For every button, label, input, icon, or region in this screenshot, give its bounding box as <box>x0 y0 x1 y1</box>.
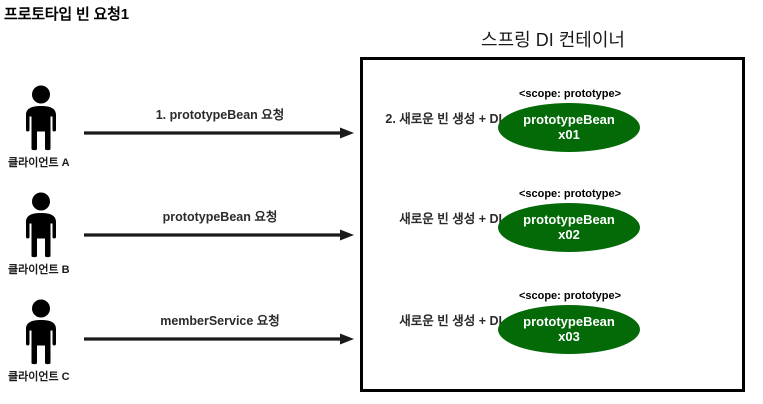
bean-name: prototypeBean <box>523 211 615 227</box>
arrow-right-icon <box>84 228 356 241</box>
request-arrow-2-label: prototypeBean 요청 <box>162 210 278 224</box>
bean-id: x03 <box>558 328 580 344</box>
client-c: 클라이언트 C <box>4 299 108 384</box>
prototype-bean-x02: prototypeBean x02 <box>498 203 640 252</box>
request-arrow-1-label: 1. prototypeBean 요청 <box>155 108 285 122</box>
client-c-label: 클라이언트 C <box>8 371 70 383</box>
bean-row: 2. 새로운 빈 생성 + DI <scope: prototype> prot… <box>364 88 742 166</box>
bean-scope-label-3: <scope: prototype> <box>518 290 622 302</box>
person-icon <box>18 192 64 258</box>
bean-creation-note-3: 새로운 빈 생성 + DI <box>399 314 502 328</box>
request-arrow-3: memberService 요청 <box>84 310 356 345</box>
bean-scope-label-1: <scope: prototype> <box>518 88 622 100</box>
di-container-title: 스프링 DI 컨테이너 <box>481 30 625 50</box>
client-b: 클라이언트 B <box>4 192 108 277</box>
client-a-label: 클라이언트 A <box>8 157 70 169</box>
bean-scope-label-2: <scope: prototype> <box>518 188 622 200</box>
client-b-label: 클라이언트 B <box>8 264 70 276</box>
arrow-right-icon <box>84 332 356 345</box>
bean-name: prototypeBean <box>523 313 615 329</box>
bean-id: x01 <box>558 126 580 142</box>
bean-creation-note-2: 새로운 빈 생성 + DI <box>399 212 502 226</box>
person-icon <box>18 85 64 151</box>
request-arrow-1: 1. prototypeBean 요청 <box>84 104 356 139</box>
bean-row: 새로운 빈 생성 + DI <scope: prototype> prototy… <box>364 188 742 266</box>
client-a: 클라이언트 A <box>4 85 108 170</box>
bean-creation-note-1: 2. 새로운 빈 생성 + DI <box>385 112 502 126</box>
arrow-right-icon <box>84 126 356 139</box>
bean-name: prototypeBean <box>523 111 615 127</box>
page-title: 프로토타입 빈 요청1 <box>4 6 129 23</box>
person-icon <box>18 299 64 365</box>
request-arrow-3-label: memberService 요청 <box>160 314 280 328</box>
request-arrow-2: prototypeBean 요청 <box>84 206 356 241</box>
prototype-bean-x01: prototypeBean x01 <box>498 103 640 152</box>
bean-row: 새로운 빈 생성 + DI <scope: prototype> prototy… <box>364 290 742 368</box>
prototype-bean-x03: prototypeBean x03 <box>498 305 640 354</box>
bean-id: x02 <box>558 226 580 242</box>
